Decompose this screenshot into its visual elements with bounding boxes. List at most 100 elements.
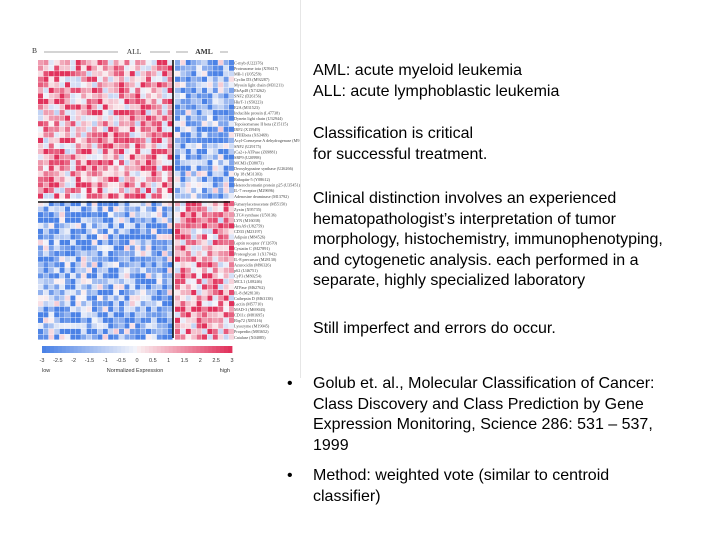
heatmap-cell (156, 212, 162, 218)
heatmap-cell (59, 137, 65, 143)
heatmap-cell (48, 87, 54, 93)
heatmap-cell (102, 148, 108, 155)
heatmap-cell (229, 301, 234, 307)
heatmap-cell (196, 104, 202, 110)
heatmap-cell (54, 176, 60, 182)
heatmap-cell (97, 234, 103, 240)
gene-label: MCL1 (L08246) (234, 279, 263, 284)
heatmap-cell (86, 206, 92, 212)
heatmap-cell (202, 328, 207, 335)
heatmap-cell (162, 104, 168, 110)
heatmap-cell (38, 234, 43, 240)
heatmap-cell (48, 212, 54, 218)
heatmap-cell (223, 278, 229, 284)
heatmap-cell (191, 273, 197, 279)
heatmap-cell (207, 160, 213, 166)
heatmap-cell (223, 334, 229, 340)
heatmap-cell (140, 71, 146, 77)
heatmap-cell (81, 234, 87, 240)
heatmap-cell (48, 143, 54, 149)
heatmap-cell (191, 115, 197, 121)
heatmap-cell (191, 154, 197, 160)
heatmap-cell (75, 143, 81, 149)
heatmap-cell (65, 234, 70, 240)
color-bar-segment (180, 346, 185, 353)
heatmap-cell (185, 289, 191, 296)
heatmap-cell (97, 245, 103, 251)
heatmap-cell (191, 165, 197, 171)
heatmap-cell (162, 306, 168, 312)
heatmap-cell (229, 328, 234, 335)
heatmap-cell (113, 176, 119, 182)
heatmap-cell (92, 239, 97, 246)
heatmap-cell (212, 262, 218, 268)
heatmap-cell (212, 256, 218, 262)
heatmap-cell (108, 165, 114, 171)
heatmap-cell (156, 160, 162, 166)
heatmap-cell (151, 278, 157, 284)
heatmap-cell (156, 206, 162, 212)
heatmap-cell (191, 239, 197, 246)
heatmap-cell (180, 193, 186, 199)
heatmap-cell (212, 278, 218, 284)
heatmap-cell (229, 262, 234, 268)
heatmap-cell (212, 212, 218, 218)
heatmap-cell (229, 267, 234, 273)
heatmap-cell (38, 317, 43, 323)
heatmap-cell (92, 223, 97, 229)
heatmap-cell (108, 334, 114, 340)
heatmap-cell (81, 93, 87, 99)
heatmap-cell (113, 104, 119, 110)
heatmap-cell (59, 228, 65, 234)
heatmap-cell (175, 306, 180, 312)
heatmap-cell (223, 132, 229, 138)
heatmap-cell (196, 65, 202, 71)
heatmap-cell (212, 295, 218, 301)
heatmap-cell (218, 334, 224, 340)
heatmap-cell (223, 182, 229, 188)
heatmap-cell (167, 182, 173, 188)
heatmap-cell (102, 212, 108, 218)
heatmap-cell (54, 165, 60, 171)
heatmap-cell (92, 76, 97, 82)
heatmap-cell (38, 115, 43, 121)
heatmap-cell (75, 289, 81, 296)
heatmap-cell (151, 317, 157, 323)
heatmap-cell (146, 295, 151, 301)
heatmap-cell (156, 132, 162, 138)
heatmap-cell (191, 143, 197, 149)
heatmap-cell (185, 126, 191, 132)
heatmap-cell (43, 295, 49, 301)
heatmap-cell (59, 223, 65, 229)
heatmap-cell (43, 187, 49, 194)
heatmap-cell (59, 212, 65, 218)
heatmap-cell (129, 187, 135, 194)
heatmap-cell (140, 193, 146, 199)
heatmap-cell (54, 137, 60, 143)
heatmap-cell (207, 217, 213, 223)
heatmap-cell (129, 193, 135, 199)
heatmap-cell (140, 234, 146, 240)
heatmap-cell (75, 110, 81, 116)
heatmap-cell (108, 104, 114, 110)
heatmap-cell (81, 104, 87, 110)
heatmap-cell (75, 234, 81, 240)
heatmap-cell (124, 234, 130, 240)
color-bar-segment (53, 346, 59, 353)
heatmap-cell (162, 234, 168, 240)
heatmap-cell (54, 217, 60, 223)
heatmap-cell (212, 334, 218, 340)
heatmap-cell (70, 306, 76, 312)
definition-aml: AML: acute myeloid leukemia (313, 62, 522, 79)
heatmap-cell (43, 87, 49, 93)
heatmap-cell (167, 132, 173, 138)
heatmap-cell (212, 165, 218, 171)
heatmap-cell (113, 262, 119, 268)
heatmap-cell (38, 267, 43, 273)
gene-label: C-myb (U22376) (234, 60, 264, 65)
heatmap-cell (212, 239, 218, 246)
heatmap-cell (196, 137, 202, 143)
heatmap-cell (65, 137, 70, 143)
heatmap-cell (202, 121, 207, 127)
heatmap-cell (129, 245, 135, 251)
